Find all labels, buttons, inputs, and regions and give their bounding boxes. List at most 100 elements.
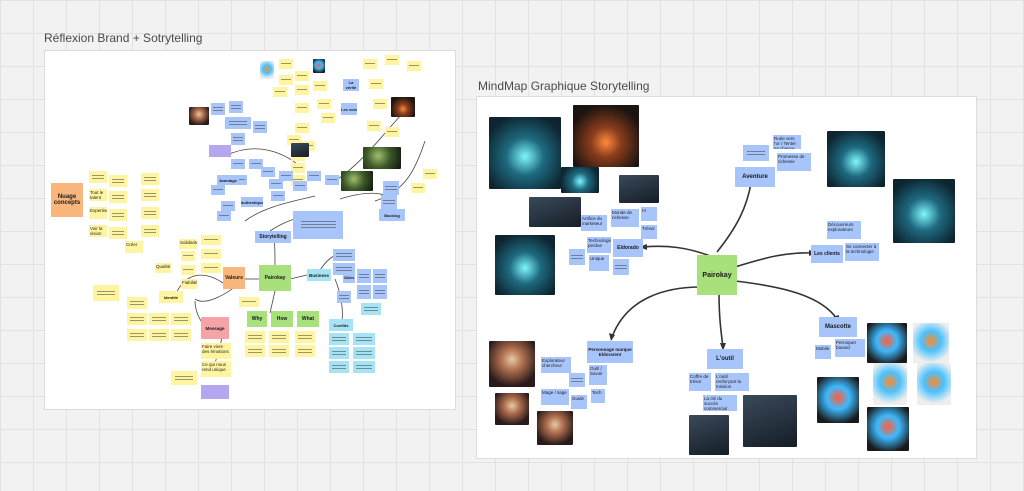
sticky-note[interactable]: Guide [571, 395, 587, 409]
sticky-note[interactable] [329, 361, 349, 373]
sticky-note[interactable] [295, 345, 315, 357]
nuage-concepts-node[interactable]: Nuage concepts [51, 183, 83, 217]
sticky-note[interactable]: Faire vivre des émotions [201, 343, 231, 359]
sticky-note[interactable] [295, 85, 309, 95]
sticky-note[interactable]: Coffre de trésor [689, 373, 711, 391]
sticky-note[interactable]: Mobile [815, 345, 831, 359]
eldorado-node[interactable]: Eldorado [613, 239, 643, 257]
sticky-note[interactable]: L'outil renforçant la mission [715, 373, 749, 391]
sticky-note[interactable] [141, 189, 159, 201]
parrot-image[interactable] [913, 323, 949, 363]
sticky-note[interactable] [201, 249, 221, 259]
sticky-note[interactable] [245, 345, 265, 357]
sticky-note[interactable]: Artifice du marketeur [581, 215, 607, 231]
warrior-image[interactable] [291, 143, 309, 157]
sticky-note[interactable] [367, 121, 381, 131]
sticky-note[interactable] [329, 347, 349, 359]
sticky-note[interactable] [171, 371, 197, 385]
ruins-image[interactable] [363, 147, 401, 169]
purple-card[interactable] [209, 145, 231, 157]
sticky-note[interactable] [317, 99, 331, 109]
authentique-node[interactable]: Authentique [241, 197, 263, 207]
what-node[interactable]: What [297, 311, 319, 327]
pairokay-center-node[interactable]: Pairokay [697, 255, 737, 295]
sticky-note[interactable] [211, 103, 225, 115]
business-node[interactable]: Business [307, 269, 331, 281]
la-verite-node[interactable]: La vérité [343, 79, 359, 91]
sticky-note[interactable] [171, 329, 191, 341]
les-clients-node[interactable]: Les clients [811, 245, 843, 263]
sticky-note[interactable] [245, 331, 265, 343]
sticky-note[interactable] [141, 225, 159, 237]
sticky-note[interactable]: La clé du succès commercial [703, 395, 737, 411]
sticky-note[interactable] [291, 175, 305, 185]
parrot-image[interactable] [260, 61, 274, 79]
parrot-image[interactable] [917, 363, 951, 405]
storytelling-node[interactable]: Storytelling [255, 231, 291, 243]
sticky-note[interactable]: Fiabilité [181, 279, 197, 289]
sticky-note[interactable] [423, 169, 437, 179]
valeurs-node[interactable]: Valeurs [223, 267, 245, 289]
sticky-note[interactable]: Outil / Savoir [589, 365, 607, 385]
loutil-node[interactable]: L'outil [707, 349, 743, 369]
left-frame-title[interactable]: Réflexion Brand + Sotrytelling [44, 31, 203, 45]
sticky-note[interactable]: Qualité [155, 263, 171, 273]
sticky-note[interactable] [249, 159, 263, 169]
sticky-note[interactable] [253, 121, 267, 133]
sticky-note[interactable] [279, 75, 293, 85]
sticky-note[interactable] [357, 269, 371, 283]
sticky-note[interactable] [261, 167, 275, 177]
sticky-note[interactable] [373, 285, 387, 299]
sticky-note[interactable] [329, 333, 349, 345]
sticky-note[interactable] [127, 297, 147, 309]
city-image[interactable] [561, 167, 599, 193]
sticky-note[interactable]: Unique [589, 255, 609, 271]
sticky-note[interactable]: Se connecter à la technologie [845, 243, 879, 261]
tool-image[interactable] [743, 395, 797, 447]
sticky-note[interactable] [353, 333, 375, 345]
sticky-note[interactable] [109, 209, 127, 221]
sticky-note[interactable] [295, 103, 309, 113]
sticky-note[interactable]: Tech [591, 389, 605, 403]
sticky-note[interactable] [291, 163, 305, 173]
sticky-note[interactable] [279, 59, 293, 69]
sticky-note[interactable] [233, 175, 247, 185]
sticky-note[interactable] [385, 127, 399, 137]
sticky-note[interactable] [231, 133, 245, 145]
sticky-note[interactable] [743, 145, 769, 161]
temple-image[interactable] [573, 105, 639, 167]
sticky-note[interactable] [127, 329, 147, 341]
sticky-note[interactable] [127, 313, 147, 325]
why-node[interactable]: Why [247, 311, 267, 327]
sticky-note[interactable]: Mage / sage [541, 389, 569, 405]
sticky-note[interactable] [89, 171, 107, 183]
sticky-note[interactable] [271, 191, 285, 201]
sticky-note[interactable]: Monde de richesse [611, 209, 639, 227]
sticky-note[interactable] [279, 171, 293, 181]
sticky-note[interactable] [381, 195, 397, 209]
sticky-note[interactable] [231, 159, 245, 169]
sticky-note[interactable] [109, 227, 127, 239]
sticky-note[interactable]: Expertise [89, 207, 107, 219]
sticky-note[interactable]: Promesse de richesse [777, 153, 811, 171]
sticky-note[interactable]: Créer [125, 241, 143, 253]
city-image[interactable] [489, 117, 561, 189]
parrot-image[interactable] [867, 407, 909, 451]
sticky-note[interactable] [373, 99, 387, 109]
sticky-note[interactable] [229, 101, 243, 113]
avantage-node[interactable]: Avantage [217, 175, 239, 185]
sticky-note[interactable]: Voir la vision [89, 225, 107, 237]
sticky-note[interactable]: Ruée vers l'or / Tenter sa chance [773, 135, 801, 149]
left-frame[interactable]: Nuage concepts Tout le talent Expertise … [44, 50, 456, 410]
temple-image[interactable] [391, 97, 415, 117]
sticky-note[interactable]: Trésor [641, 225, 657, 239]
sticky-note[interactable] [325, 175, 339, 185]
city-image[interactable] [529, 197, 581, 227]
sticky-note[interactable]: Explorateur chercheur [541, 357, 571, 373]
sticky-note[interactable] [295, 123, 309, 133]
sticky-note[interactable] [333, 263, 355, 275]
sticky-note[interactable] [353, 361, 375, 373]
sticky-note[interactable]: Perroquet bavard [835, 339, 865, 357]
backlog-node[interactable]: Backlog [379, 209, 405, 221]
explorers-image[interactable] [827, 131, 885, 187]
